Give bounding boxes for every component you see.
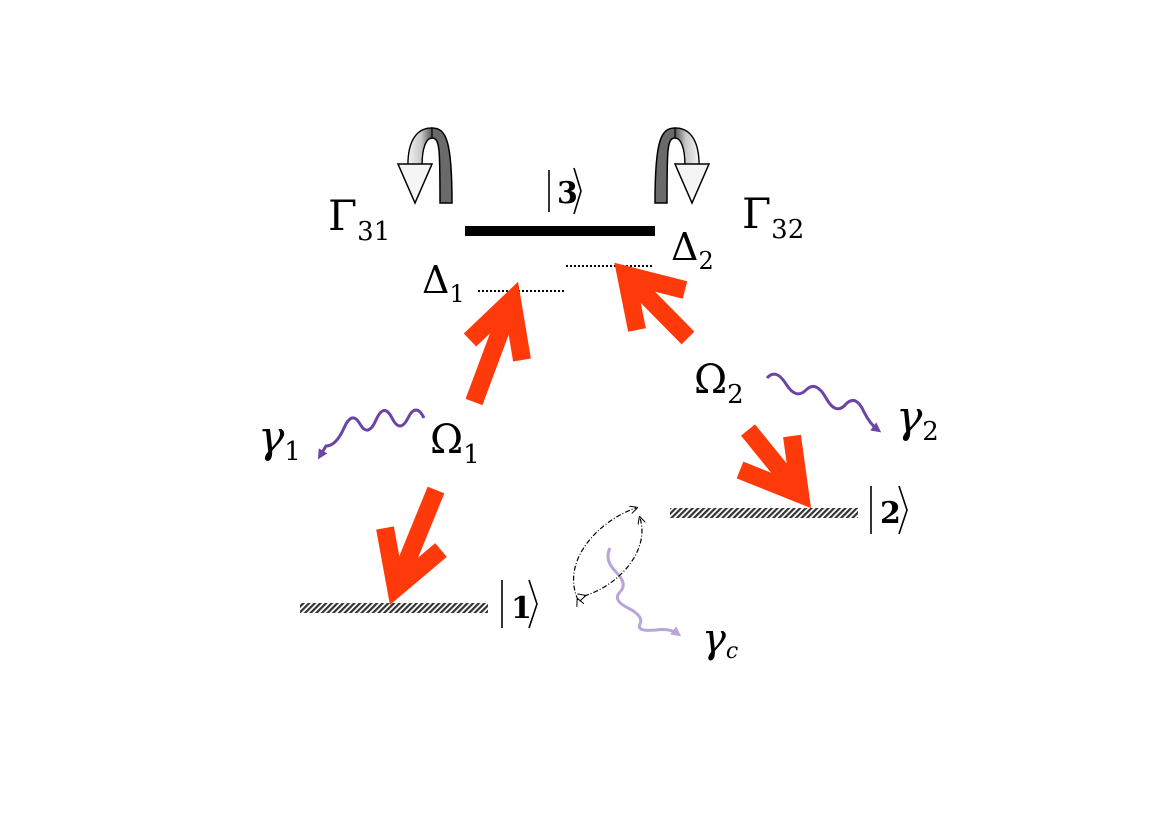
ground-level-1-line — [300, 603, 488, 613]
ket-label-3: 3 — [548, 167, 582, 215]
ket-2-symbol: 2 — [880, 496, 901, 531]
omega1-label: Ω1 — [430, 417, 480, 470]
gammac-label: γc — [702, 616, 738, 664]
wavy-arrow-gammac-icon — [606, 547, 682, 637]
gamma32-label: Γ32 — [742, 189, 804, 245]
gamma31-label: Γ31 — [328, 191, 390, 247]
excited-level-line — [465, 226, 655, 236]
ground-level-2-line — [670, 508, 858, 518]
ket-label-1: 1 — [501, 579, 538, 629]
decay-arrow-right-icon — [654, 127, 711, 205]
ket-1-symbol: 1 — [511, 591, 532, 626]
omega2-label: Ω2 — [694, 357, 744, 410]
field-arrow-omega2-down-icon — [736, 424, 812, 509]
coherence-arrows-icon — [572, 508, 642, 600]
gamma1-small-label: γ1 — [258, 412, 301, 467]
gamma2-small-label: γ2 — [896, 392, 939, 447]
field-arrow-omega1-down-icon — [376, 486, 447, 605]
field-arrow-omega1-up-icon — [463, 281, 531, 406]
delta1-label: Δ1 — [422, 258, 465, 308]
wavy-arrow-gamma2-icon — [765, 372, 882, 433]
field-arrow-omega2-up-icon — [614, 262, 695, 345]
ket-3-symbol: 3 — [557, 176, 578, 211]
decay-arrow-left-icon — [396, 127, 453, 205]
ket-label-2: 2 — [870, 485, 908, 535]
delta2-label: Δ2 — [671, 225, 714, 275]
wavy-arrow-gamma1-icon — [317, 408, 426, 460]
